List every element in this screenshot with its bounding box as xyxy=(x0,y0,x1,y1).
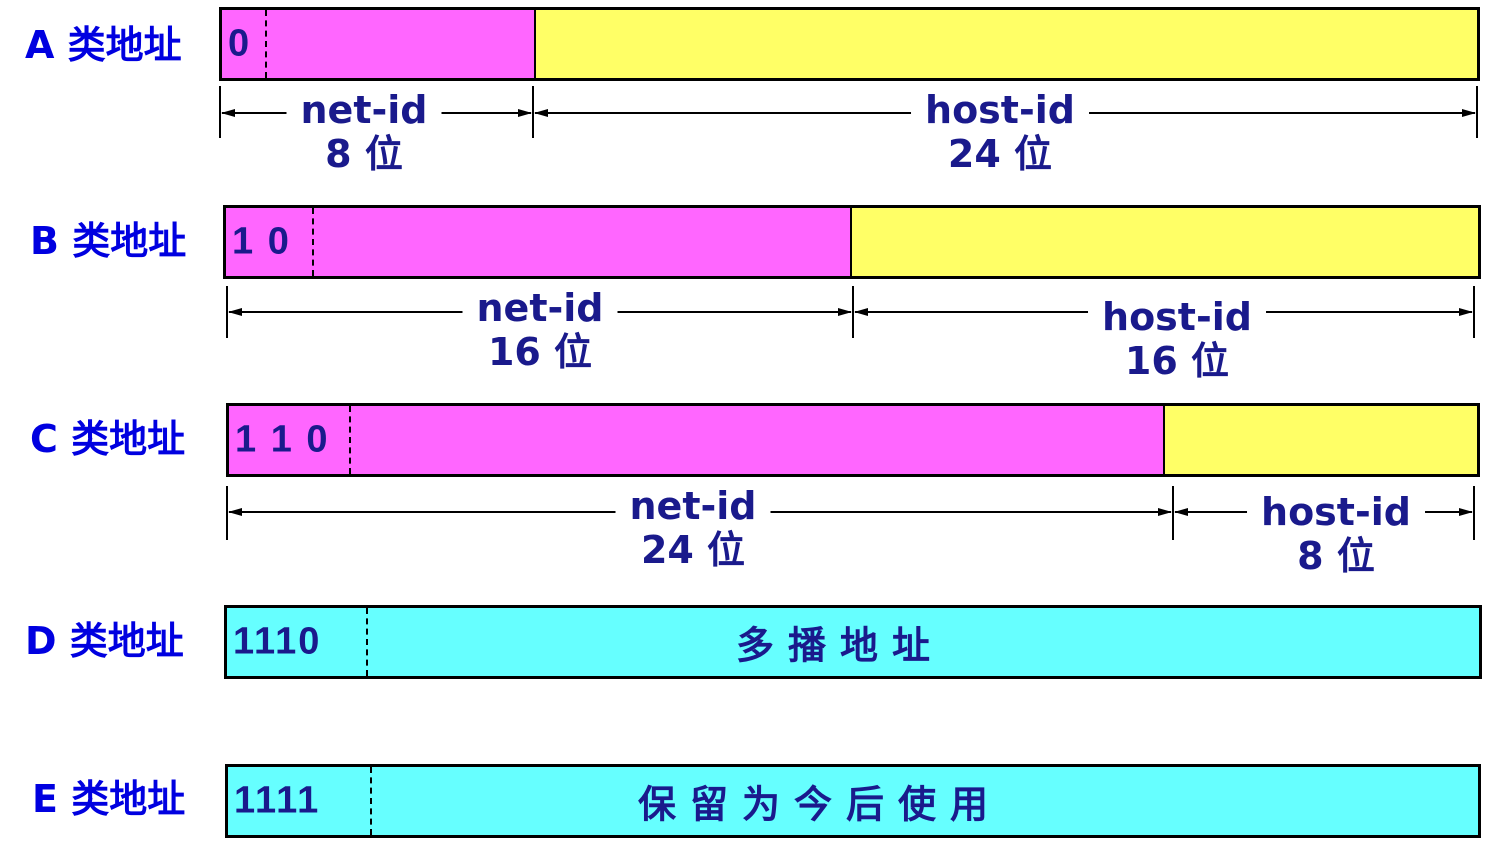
class-b-net-dim-label: net-id 16 位 xyxy=(462,286,618,374)
class-b-host-dim-label: host-id 16 位 xyxy=(1088,295,1266,383)
class-c-host-dim-label: host-id 8 位 xyxy=(1247,490,1425,578)
class-b-host-segment xyxy=(852,208,1478,276)
class-c-net-segment: 1 1 0 xyxy=(229,406,1165,474)
class-d-label: D 类地址 xyxy=(25,619,184,663)
class-a-host-name: host-id xyxy=(925,88,1075,132)
class-e-purpose-text: 保留为今后使用 xyxy=(638,782,1003,827)
class-b-net-segment: 1 0 xyxy=(226,208,852,276)
class-c-host-name: host-id xyxy=(1261,490,1411,534)
class-c-net-bits: 24 位 xyxy=(640,528,746,572)
class-a-host-dim-label: host-id 24 位 xyxy=(911,88,1089,176)
class-a-host-bits: 24 位 xyxy=(947,132,1053,176)
class-a-bar: 0 xyxy=(219,7,1480,81)
class-b-prefix-bits: 1 0 xyxy=(232,220,291,263)
class-d-prefix-bits: 1110 xyxy=(233,620,322,663)
class-c-host-bits: 8 位 xyxy=(1297,534,1375,578)
class-a-net-name: net-id xyxy=(300,88,428,132)
class-b-net-name: net-id xyxy=(476,286,604,330)
class-c-prefix-bits: 1 1 0 xyxy=(235,418,330,461)
class-b-prefix-divider xyxy=(312,208,314,276)
class-c-prefix-divider xyxy=(349,406,351,474)
class-a-net-dim-label: net-id 8 位 xyxy=(286,88,442,176)
class-c-bar: 1 1 0 xyxy=(226,403,1480,477)
class-a-net-segment: 0 xyxy=(222,10,536,78)
class-a-prefix-bits: 0 xyxy=(228,22,252,65)
class-d-prefix-divider xyxy=(366,608,368,676)
class-e-label: E 类地址 xyxy=(32,777,186,821)
class-b-bar: 1 0 xyxy=(223,205,1481,279)
class-b-host-bits: 16 位 xyxy=(1124,339,1230,383)
class-a-prefix-divider xyxy=(265,10,267,78)
class-d-bar: 1110 多播地址 xyxy=(224,605,1482,679)
class-b-host-name: host-id xyxy=(1102,295,1252,339)
class-e-prefix-bits: 1111 xyxy=(234,779,321,822)
class-e-bar: 1111 保留为今后使用 xyxy=(225,764,1481,838)
class-b-label: B 类地址 xyxy=(30,219,187,263)
class-b-net-bits: 16 位 xyxy=(487,330,593,374)
class-c-net-name: net-id xyxy=(629,484,757,528)
class-a-host-segment xyxy=(535,10,1477,78)
class-c-net-dim-label: net-id 24 位 xyxy=(615,484,771,572)
class-a-label: A 类地址 xyxy=(25,23,182,67)
class-d-purpose-text: 多播地址 xyxy=(736,623,945,668)
class-c-label: C 类地址 xyxy=(30,417,186,461)
class-a-net-bits: 8 位 xyxy=(325,132,403,176)
class-c-host-segment xyxy=(1165,406,1477,474)
class-e-prefix-divider xyxy=(370,767,372,835)
